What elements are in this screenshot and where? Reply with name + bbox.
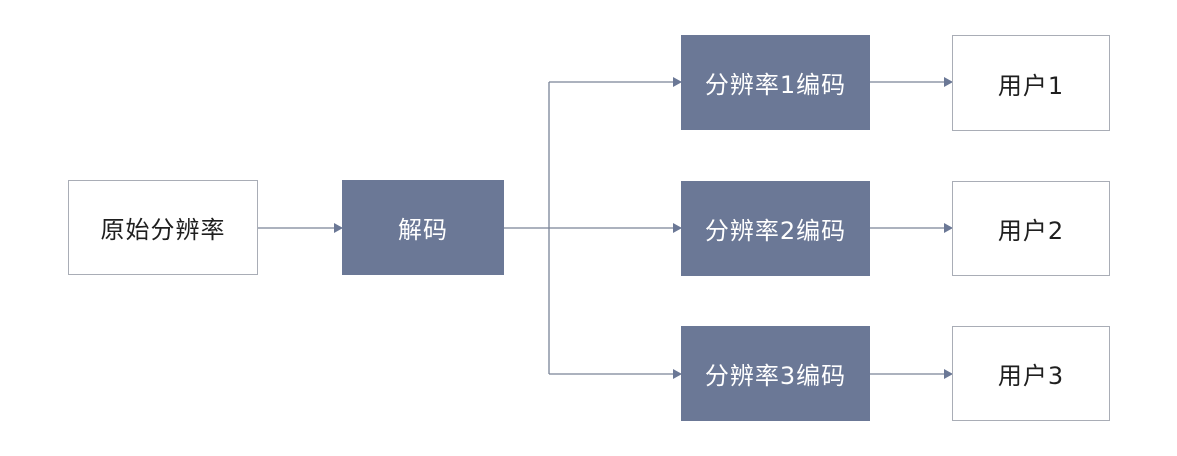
user2-label: 用户2 bbox=[997, 217, 1065, 245]
encode1-label: 分辨率1编码 bbox=[704, 71, 847, 99]
encode2-node: 分辨率2编码 bbox=[681, 181, 870, 276]
encode3-node: 分辨率3编码 bbox=[681, 326, 870, 421]
encode3-label: 分辨率3编码 bbox=[704, 362, 847, 390]
user3-label: 用户3 bbox=[997, 362, 1065, 390]
encode2-label: 分辨率2编码 bbox=[704, 217, 847, 245]
source-node: 原始分辨率 bbox=[68, 180, 258, 275]
decode-node: 解码 bbox=[342, 180, 504, 275]
user1-node: 用户1 bbox=[952, 35, 1110, 131]
user3-node: 用户3 bbox=[952, 326, 1110, 421]
source-label: 原始分辨率 bbox=[100, 216, 226, 244]
user2-node: 用户2 bbox=[952, 181, 1110, 276]
decode-label: 解码 bbox=[398, 216, 448, 244]
encode1-node: 分辨率1编码 bbox=[681, 35, 870, 130]
user1-label: 用户1 bbox=[997, 71, 1065, 100]
